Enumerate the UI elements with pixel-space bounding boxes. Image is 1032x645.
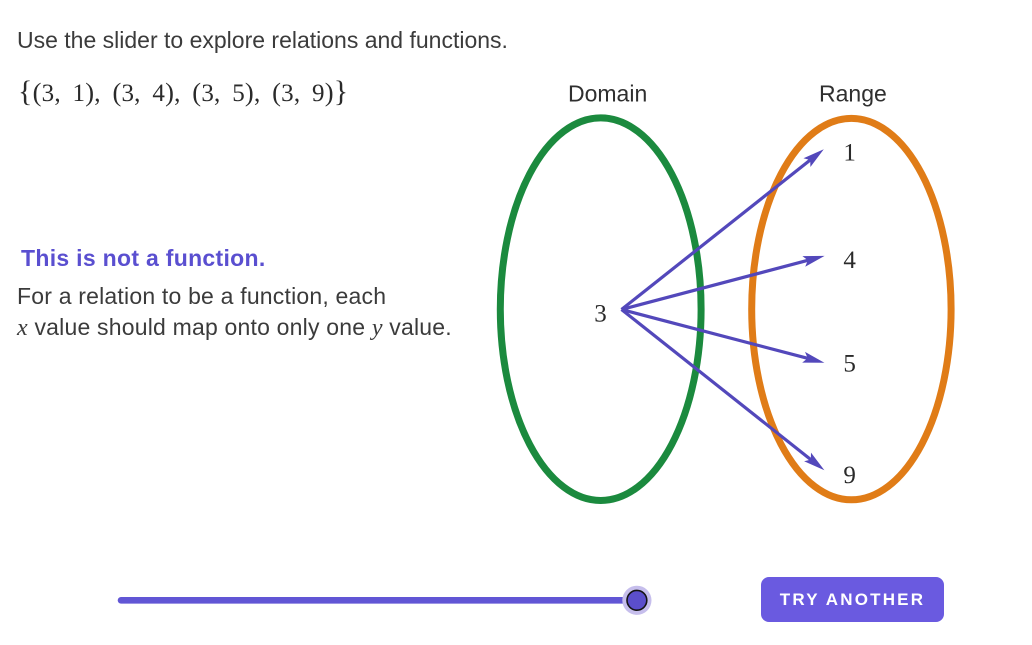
svg-text:4: 4 (843, 247, 856, 274)
svg-text:3: 3 (594, 301, 607, 328)
svg-text:9: 9 (843, 462, 856, 489)
svg-text:Range: Range (819, 81, 887, 107)
svg-text:Domain: Domain (568, 81, 647, 107)
svg-text:1: 1 (843, 140, 856, 167)
svg-text:5: 5 (843, 351, 856, 378)
